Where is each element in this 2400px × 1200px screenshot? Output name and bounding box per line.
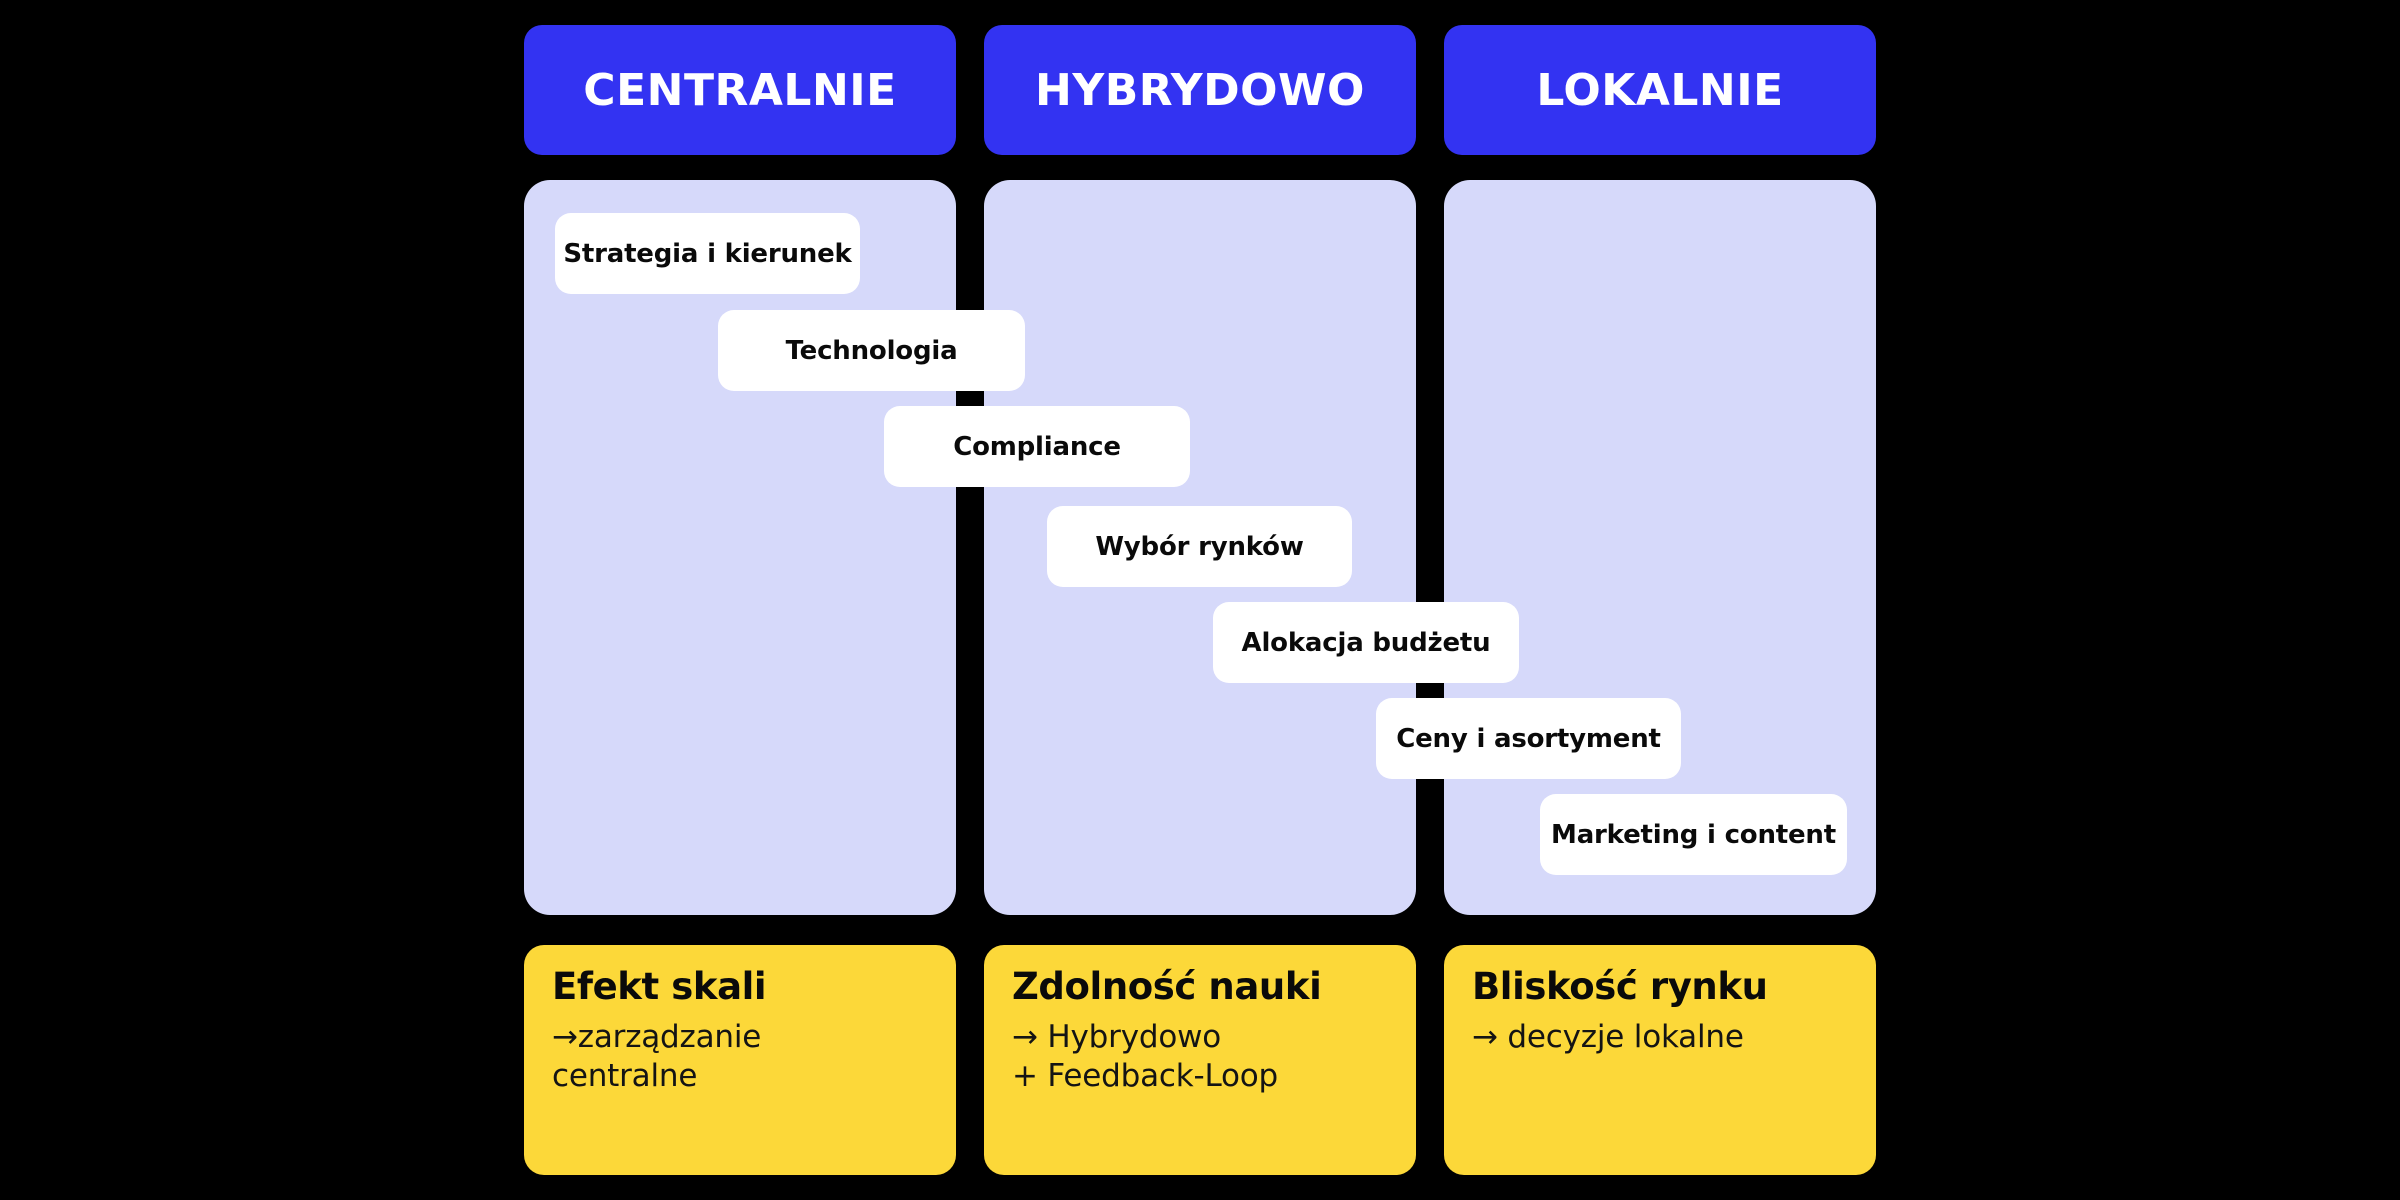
- footer-card-title: Bliskość rynku: [1472, 965, 1768, 1008]
- footer-card-subtitle: →zarządzanie centralne: [552, 1018, 762, 1095]
- column-panel-centralnie: [524, 180, 956, 915]
- column-header-label: LOKALNIE: [1536, 64, 1784, 116]
- pill-ceny-i-asortyment[interactable]: Ceny i asortyment: [1376, 698, 1681, 779]
- pill-alokacja-budzetu[interactable]: Alokacja budżetu: [1213, 602, 1519, 683]
- pill-label: Ceny i asortyment: [1396, 723, 1661, 754]
- footer-card-subtitle: → decyzje lokalne: [1472, 1018, 1744, 1055]
- pill-label: Alokacja budżetu: [1241, 627, 1491, 658]
- pill-label: Wybór rynków: [1095, 531, 1304, 562]
- footer-card-title: Zdolność nauki: [1012, 965, 1322, 1008]
- column-header-label: CENTRALNIE: [583, 64, 897, 116]
- footer-card-subtitle: → Hybrydowo + Feedback-Loop: [1012, 1018, 1278, 1095]
- column-header-hybrydowo[interactable]: HYBRYDOWO: [984, 25, 1416, 155]
- pill-marketing-i-content[interactable]: Marketing i content: [1540, 794, 1847, 875]
- pill-label: Compliance: [953, 431, 1121, 462]
- footer-card-centralnie[interactable]: Efekt skali →zarządzanie centralne: [524, 945, 956, 1175]
- footer-card-title: Efekt skali: [552, 965, 767, 1008]
- column-header-label: HYBRYDOWO: [1035, 64, 1365, 116]
- pill-label: Marketing i content: [1551, 819, 1836, 850]
- pill-technologia[interactable]: Technologia: [718, 310, 1025, 391]
- column-header-lokalnie[interactable]: LOKALNIE: [1444, 25, 1876, 155]
- footer-card-hybrydowo[interactable]: Zdolność nauki → Hybrydowo + Feedback-Lo…: [984, 945, 1416, 1175]
- footer-card-lokalnie[interactable]: Bliskość rynku → decyzje lokalne: [1444, 945, 1876, 1175]
- pill-label: Technologia: [785, 335, 958, 366]
- column-panel-lokalnie: [1444, 180, 1876, 915]
- pill-label: Strategia i kierunek: [563, 238, 852, 269]
- pill-strategia-i-kierunek[interactable]: Strategia i kierunek: [555, 213, 860, 294]
- column-header-centralnie[interactable]: CENTRALNIE: [524, 25, 956, 155]
- pill-compliance[interactable]: Compliance: [884, 406, 1190, 487]
- pill-wybor-rynkow[interactable]: Wybór rynków: [1047, 506, 1352, 587]
